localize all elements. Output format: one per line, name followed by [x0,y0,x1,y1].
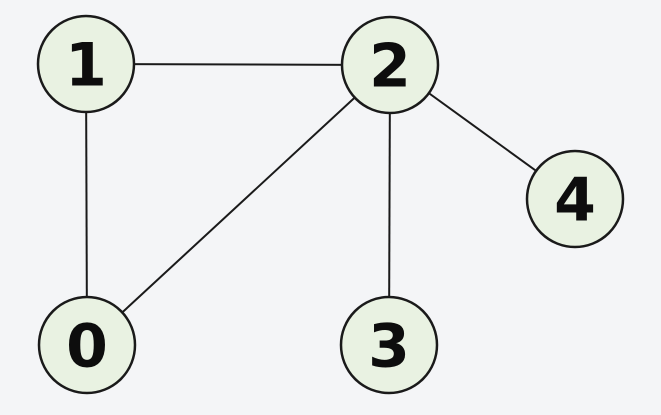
node-2: 2 [340,15,440,115]
edge-0-2 [86,64,391,346]
node-circle-2 [340,15,440,115]
node-circle-1 [36,14,136,114]
node-4: 4 [525,149,625,249]
node-circle-0 [37,295,137,395]
node-circle-3 [339,295,439,395]
node-3: 3 [339,295,439,395]
node-1: 1 [36,14,136,114]
edge-1-2 [85,63,391,66]
node-0: 0 [37,295,137,395]
node-circle-4 [525,149,625,249]
